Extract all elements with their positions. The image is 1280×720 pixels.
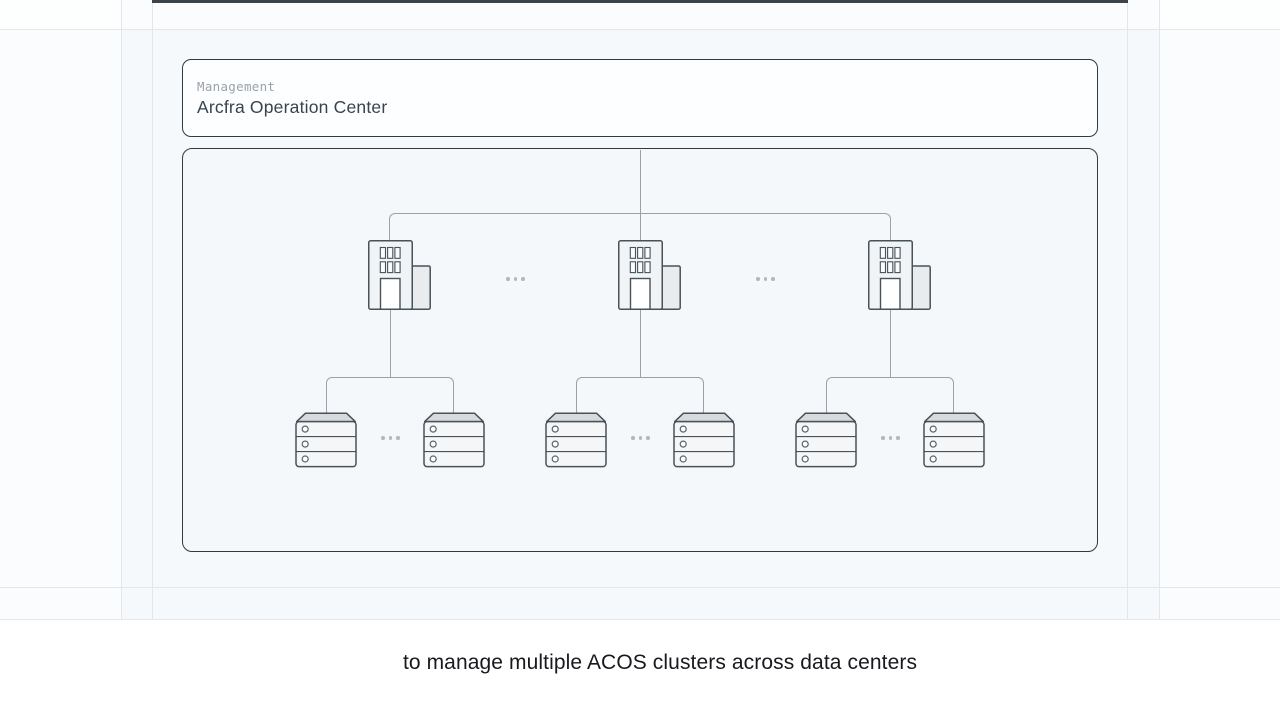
guide-line-vertical-right-outer — [1159, 0, 1160, 619]
connector-cluster-branch — [326, 377, 454, 413]
margin-strip-left — [0, 0, 121, 619]
guide-line-vertical-left-outer — [121, 0, 122, 619]
server-icon — [295, 412, 357, 468]
server-icon — [795, 412, 857, 468]
frame-top-edge — [152, 0, 1128, 3]
connector-cluster-branch — [576, 377, 704, 413]
caption: to manage multiple ACOS clusters across … — [402, 651, 918, 674]
server-icon — [423, 412, 485, 468]
management-title: Arcfra Operation Center — [197, 96, 388, 117]
server-icon — [545, 412, 607, 468]
ellipsis-dots-icon — [506, 277, 525, 281]
guide-line-vertical-left-inner — [152, 0, 153, 619]
building-icon — [368, 240, 431, 310]
server-icon — [923, 412, 985, 468]
margin-strip-top — [0, 0, 1280, 29]
server-icon — [673, 412, 735, 468]
management-label: Management — [197, 78, 276, 94]
guide-line-horizontal-bottom — [0, 587, 1280, 588]
building-icon — [868, 240, 931, 310]
cluster-data-center-2 — [545, 240, 735, 470]
ellipsis-dots-icon — [381, 436, 400, 440]
connector-top-branch — [389, 213, 891, 241]
guide-line-vertical-right-inner — [1127, 0, 1128, 619]
management-box: Management Arcfra Operation Center — [182, 59, 1098, 137]
guide-line-horizontal-top — [0, 29, 1280, 30]
cluster-data-center-1 — [295, 240, 485, 470]
connector-root-stem — [639, 150, 641, 240]
connector-cluster-branch — [826, 377, 954, 413]
connector-cluster-stem — [889, 309, 891, 378]
building-icon — [618, 240, 681, 310]
design-canvas: Management Arcfra Operation Center — [0, 0, 1280, 620]
cluster-data-center-3 — [795, 240, 985, 470]
ellipsis-dots-icon — [631, 436, 650, 440]
margin-strip-right — [1159, 0, 1280, 619]
connector-cluster-stem — [639, 309, 641, 378]
connector-cluster-stem — [389, 309, 391, 378]
ellipsis-dots-icon — [881, 436, 900, 440]
ellipsis-dots-icon — [756, 277, 775, 281]
